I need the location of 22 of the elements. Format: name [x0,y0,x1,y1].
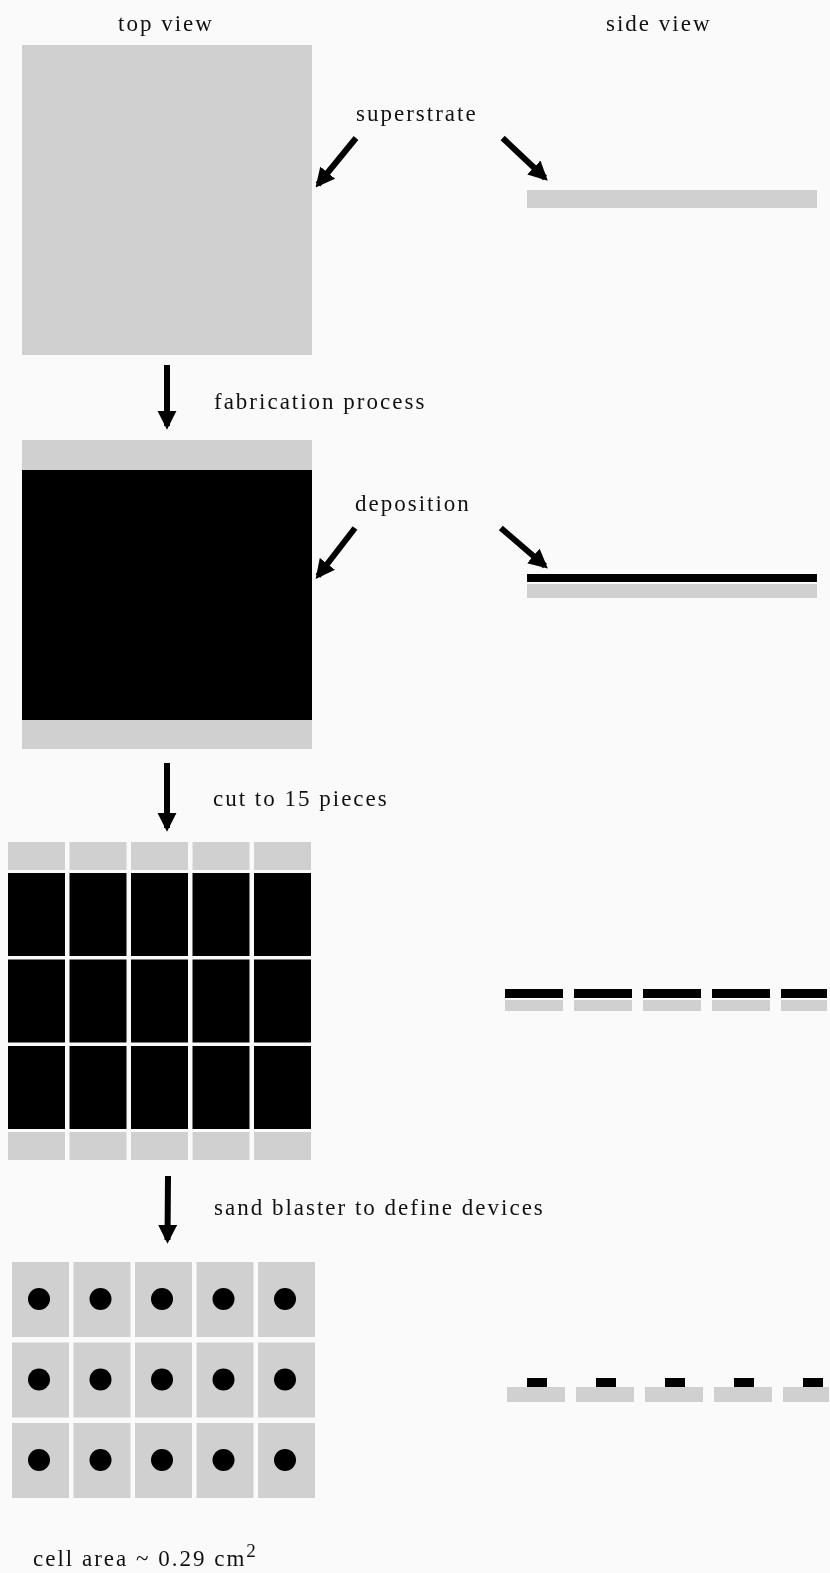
arrow [500,135,548,181]
substrate-drawing [22,45,312,355]
edge-label: fabrication process [214,390,427,413]
coated-cross-section-drawing [527,574,817,598]
device-array-drawing [12,1262,317,1498]
devices-cross-section-drawing [507,1378,829,1402]
substrate-cross-section-drawing [527,190,817,208]
arrow [315,526,358,579]
view-heading: side view [606,12,712,35]
view-heading: top view [118,12,214,35]
arrow [157,365,177,430]
arrow [157,763,177,832]
cell-area-note: cell area ~ 0.29 cm$^{2}$ [33,1541,258,1570]
callout-label: superstrate [356,101,478,126]
coated-substrate-drawing [22,440,312,749]
callout-label: deposition [355,491,471,516]
pieces-cross-section-drawing [505,989,827,1011]
arrow [498,525,548,569]
edge-label: sand blaster to define devices [214,1196,545,1219]
edge-label: cut to 15 pieces [213,787,389,810]
arrow [158,1175,178,1244]
arrow [315,136,359,188]
